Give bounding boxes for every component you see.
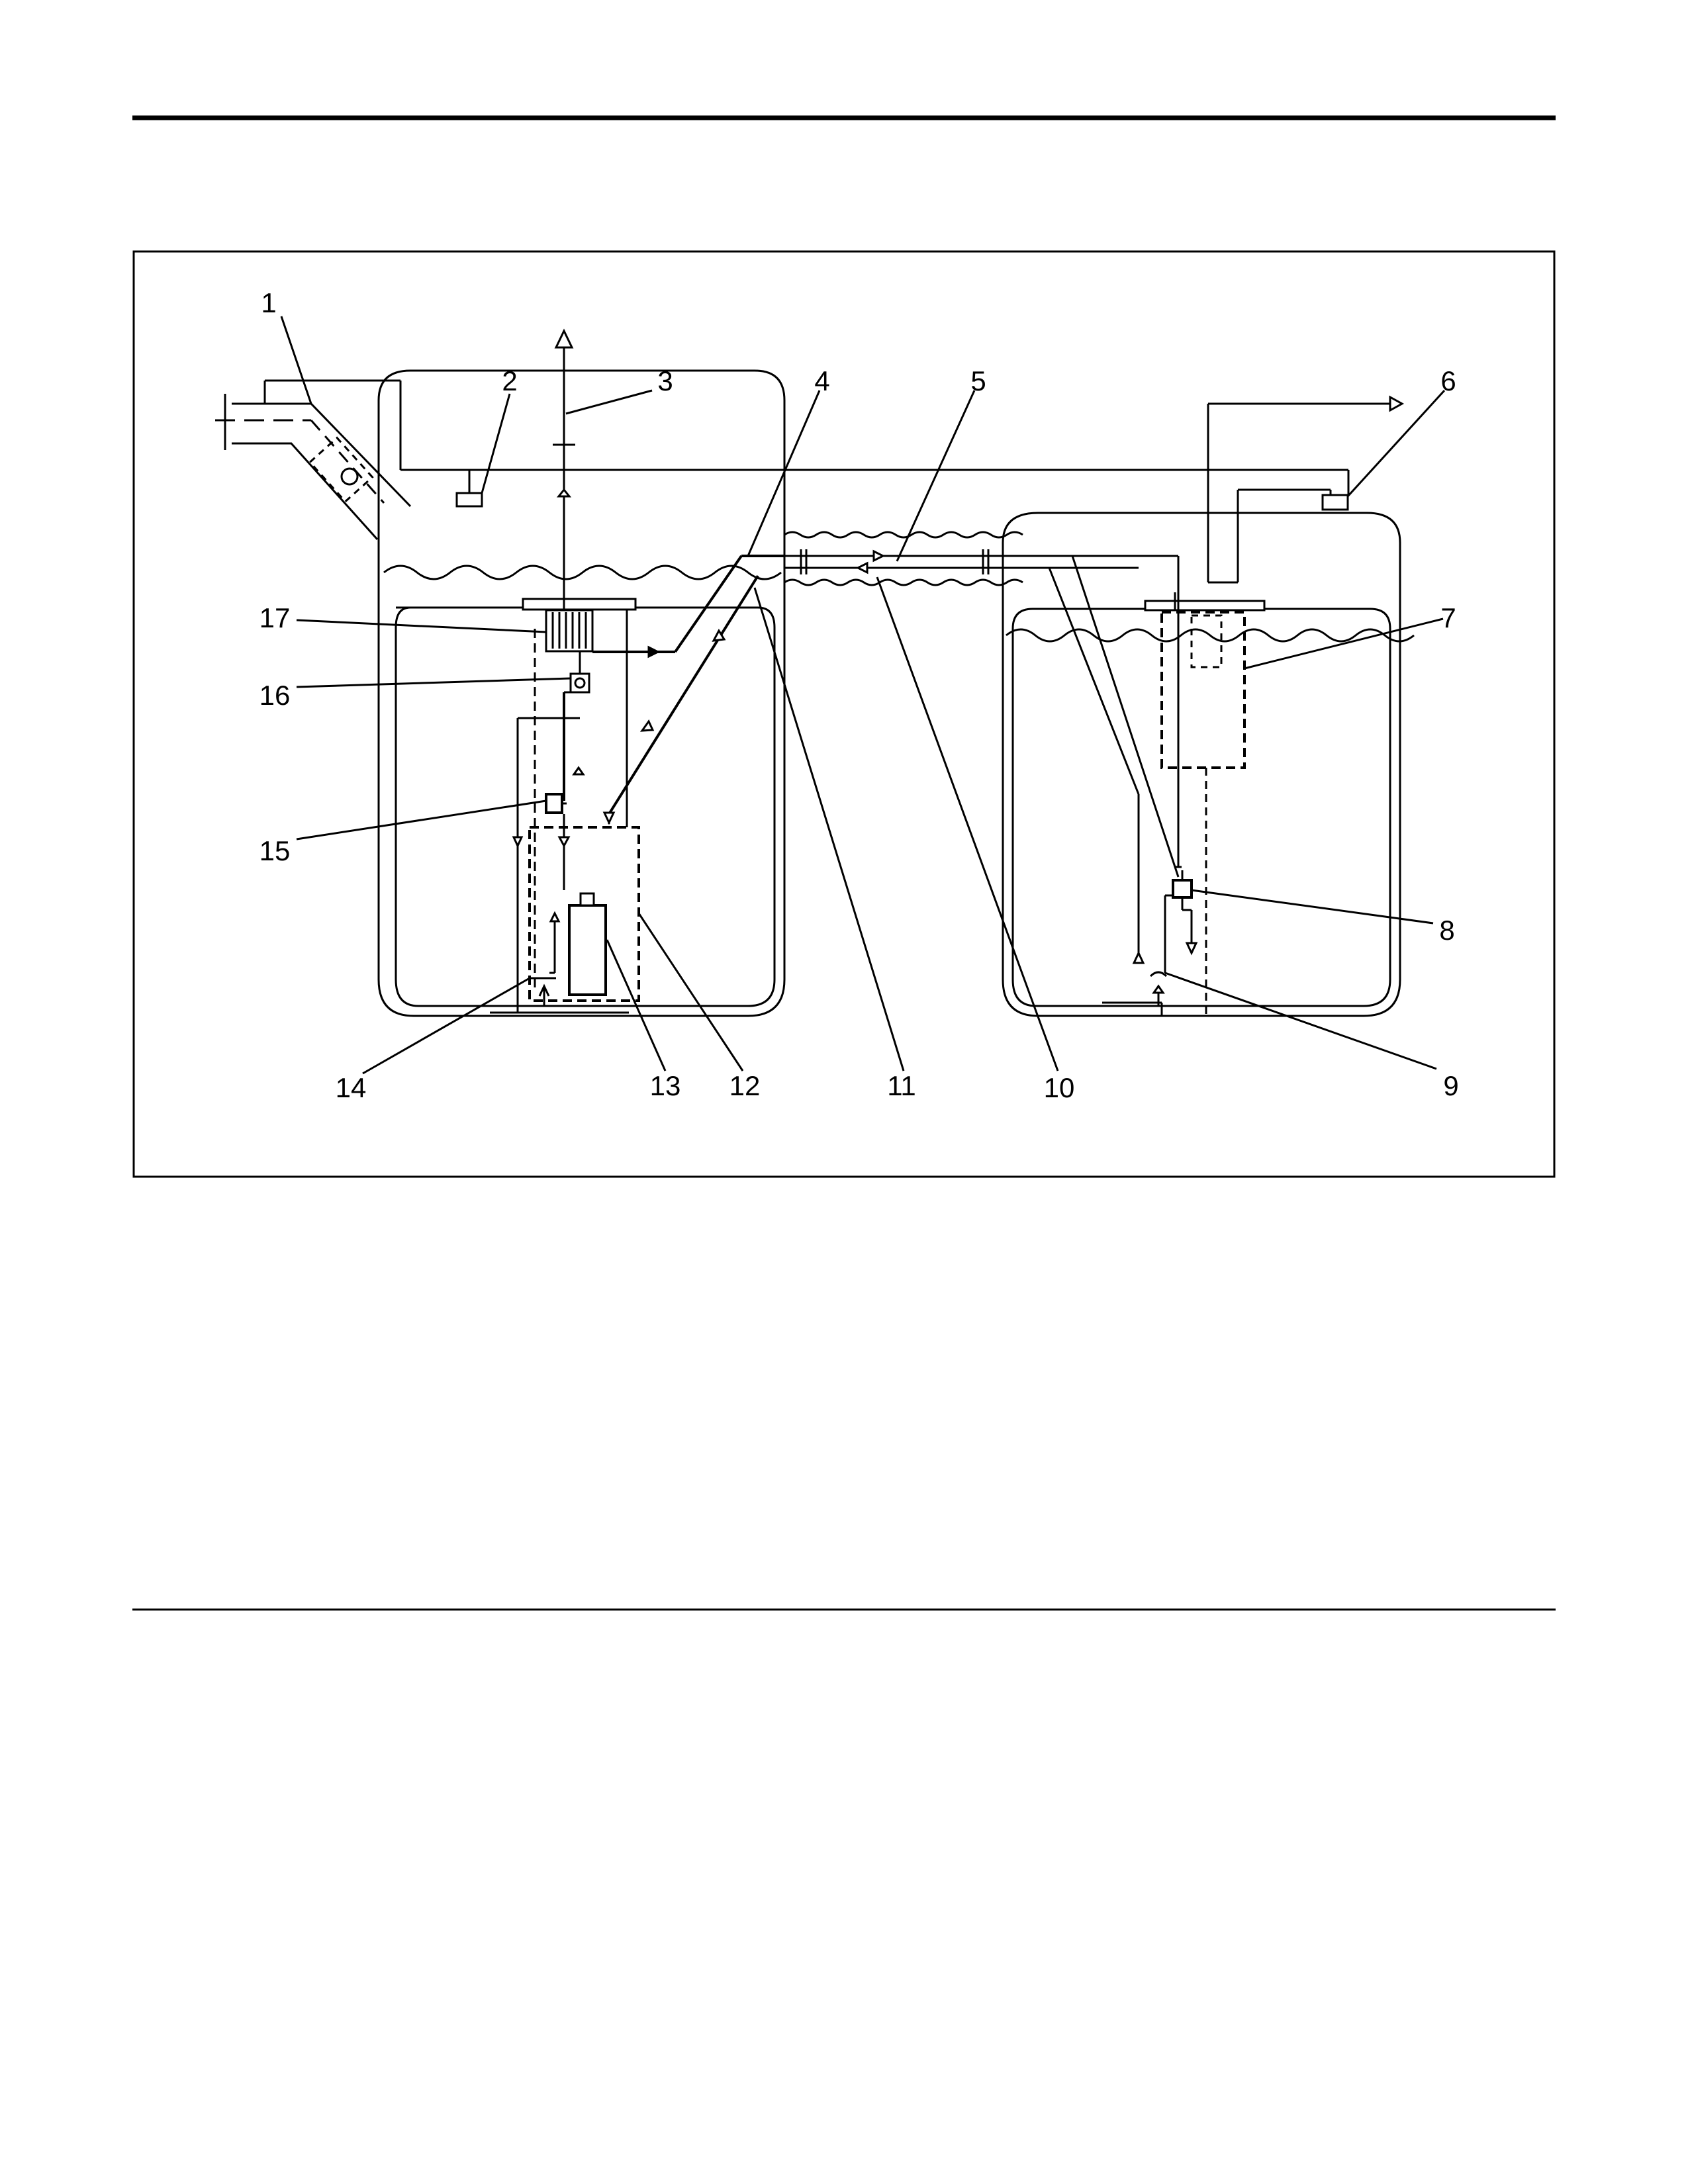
callout-3: 3 [657, 365, 673, 396]
callout-labels: 1 2 3 4 5 6 7 8 9 10 11 12 13 14 15 16 1… [259, 287, 1459, 1103]
callout-4: 4 [814, 365, 829, 396]
callout-2: 2 [502, 365, 517, 396]
callout-7: 7 [1440, 602, 1456, 633]
callout-1: 1 [261, 287, 276, 318]
left-tank-fuel-level [384, 566, 781, 579]
check-valve-15-icon [546, 794, 562, 813]
right-tank-fuel-level [1006, 629, 1414, 641]
callout-16: 16 [259, 680, 291, 711]
fuel-pump-13-icon [569, 905, 606, 995]
callout-9: 9 [1443, 1070, 1458, 1101]
callout-17: 17 [259, 602, 291, 633]
hose-lower [784, 580, 1023, 585]
transfer-unit-7-box [1162, 612, 1244, 768]
right-tank [1003, 397, 1414, 1016]
callout-15: 15 [259, 835, 291, 866]
pressure-regulator-16-icon [571, 674, 589, 692]
callout-8: 8 [1439, 915, 1454, 946]
hose-upper [784, 532, 1023, 537]
callout-10: 10 [1044, 1072, 1075, 1103]
crossover-hoses [784, 532, 1178, 877]
callout-5: 5 [970, 365, 986, 396]
callout-13: 13 [650, 1070, 681, 1101]
callout-6: 6 [1440, 365, 1456, 396]
leader-lines [281, 316, 1444, 1073]
callout-12: 12 [729, 1070, 761, 1101]
filler-neck [232, 404, 410, 539]
callout-11: 11 [887, 1070, 916, 1101]
vent-valve-2-icon [457, 493, 482, 506]
filler-valve-icon [342, 469, 357, 484]
vent-valve-6-icon [1323, 495, 1348, 510]
figure-frame [134, 251, 1554, 1177]
check-valve-8-icon [1173, 880, 1192, 897]
callout-14: 14 [336, 1072, 367, 1103]
